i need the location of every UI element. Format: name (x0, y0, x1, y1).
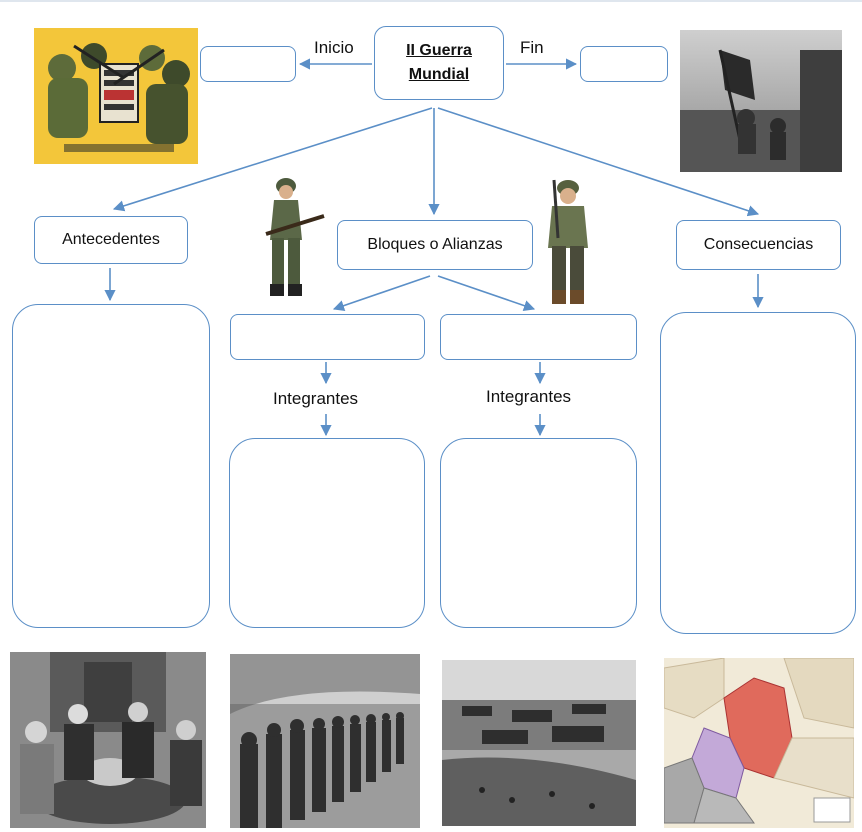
fin-field[interactable] (580, 46, 668, 82)
top-rule (0, 0, 862, 2)
normandy-landing-photo (442, 660, 636, 826)
label-fin: Fin (520, 38, 544, 57)
inicio-field[interactable] (200, 46, 296, 82)
munich-conference-photo (10, 652, 206, 828)
title-line-2: Mundial (408, 66, 470, 83)
consecuencias-label: Consecuencias (703, 236, 814, 253)
alliance-right-field[interactable] (440, 314, 637, 360)
title-box: II Guerra Mundial (374, 26, 504, 100)
bloques-label: Bloques o Alianzas (367, 236, 503, 253)
antecedentes-field[interactable] (12, 304, 210, 628)
integrantes-left-label: Integrantes (273, 389, 359, 408)
integrantes-right-field[interactable] (440, 438, 637, 628)
label-inicio: Inicio (314, 38, 354, 57)
consecuencias-box: Consecuencias (676, 220, 841, 270)
marching-troops-photo (230, 654, 420, 828)
title-line-1: II Guerra (406, 42, 472, 59)
antecedentes-label: Antecedentes (62, 231, 160, 248)
antecedentes-box: Antecedentes (34, 216, 188, 264)
consecuencias-field[interactable] (660, 312, 856, 634)
germany-partition-map (664, 658, 854, 828)
reichstag-flag-photo (680, 30, 842, 172)
german-soldier-figure (256, 176, 326, 300)
bloques-box: Bloques o Alianzas (337, 220, 533, 270)
integrantes-right-label: Integrantes (486, 387, 572, 406)
integrantes-left-field[interactable] (229, 438, 425, 628)
propaganda-poster (34, 28, 198, 164)
american-soldier-figure (540, 178, 596, 308)
alliance-left-field[interactable] (230, 314, 425, 360)
